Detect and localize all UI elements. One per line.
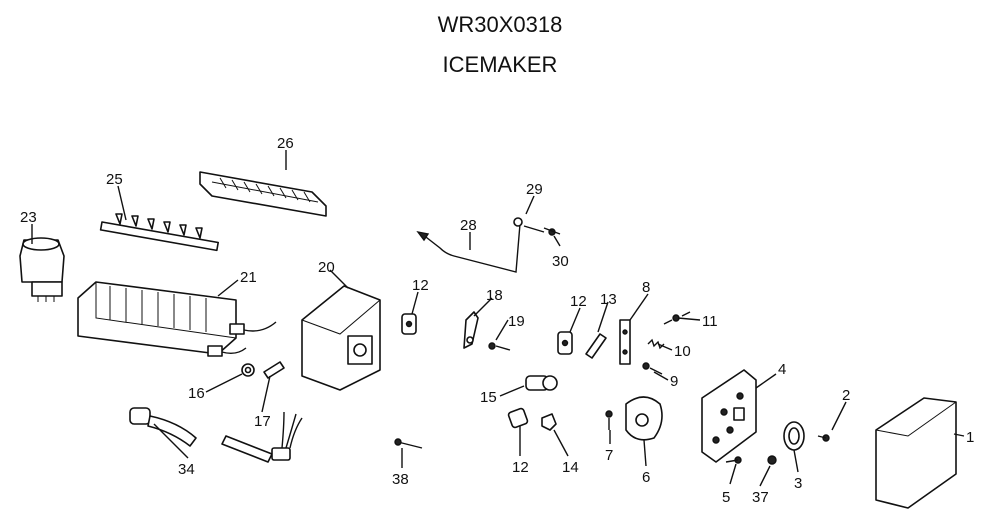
callout-3: 3 [794,475,802,492]
callout-4: 4 [778,361,786,378]
part-17-clamp [263,361,285,379]
callout-10: 10 [674,343,691,360]
wiring-harness [221,411,303,463]
part-18-lever [463,311,479,349]
callout-12-middle: 12 [570,293,587,310]
callout-6: 6 [642,469,650,486]
part-9-screw [642,362,663,375]
callout-13: 13 [600,291,617,308]
part-19-screw [488,342,511,351]
part-30-pin [543,227,561,236]
callout-38: 38 [392,471,409,488]
part-16-grommet [241,363,255,377]
callout-15: 15 [480,389,497,406]
part-5-screw [725,456,742,464]
callout-21: 21 [240,269,257,286]
callout-37: 37 [752,489,769,506]
callout-7: 7 [605,447,613,464]
callout-2: 2 [842,387,850,404]
part-10-spring [647,338,665,350]
leader-lines [31,150,965,487]
part-number-title: WR30X0318 [437,12,563,37]
callout-9: 9 [670,373,678,390]
callout-29: 29 [526,181,543,198]
callout-12-upper: 12 [412,277,429,294]
part-15-valve [525,375,558,391]
part-14-clip [541,413,557,431]
callout-19: 19 [508,313,525,330]
callout-26: 26 [277,135,294,152]
part-4-mounting-plate [701,369,757,463]
callout-12-lower: 12 [512,459,529,476]
part-11-screw [663,311,691,325]
part-26-stripper [199,171,327,217]
part-6-motor [625,396,663,441]
part-28-shutoff-arm [416,217,545,273]
part-21-mold-heater [77,281,277,357]
callout-30: 30 [552,253,569,270]
callout-14: 14 [562,459,579,476]
part-1-cover [875,397,957,509]
callout-20: 20 [318,259,335,276]
part-25-ejector [99,213,220,252]
callout-8: 8 [642,279,650,296]
assembly-name-title: ICEMAKER [442,52,558,77]
part-34-fill-tube [129,407,197,447]
callout-11: 11 [702,313,718,330]
part-12b-thermostat [557,331,573,355]
callout-5: 5 [722,489,730,506]
part-23-fill-cup [19,237,65,302]
callout-25: 25 [106,171,123,188]
part-38-pin [394,438,423,449]
part-12c-thermostat [507,407,529,429]
callout-28: 28 [460,217,477,234]
part-8-bracket [619,319,631,365]
part-2-screw [817,434,830,442]
part-7-screw [605,410,613,430]
part-13-spring [585,333,607,359]
callout-18: 18 [486,287,503,304]
callout-23: 23 [20,209,37,226]
part-37-nut [767,455,777,465]
callout-17: 17 [254,413,271,430]
part-12a-thermostat [401,313,417,335]
callout-34: 34 [178,461,195,478]
callout-1: 1 [966,429,974,446]
callout-16: 16 [188,385,205,402]
part-20-housing [301,285,381,391]
part-3-gear [783,421,805,451]
